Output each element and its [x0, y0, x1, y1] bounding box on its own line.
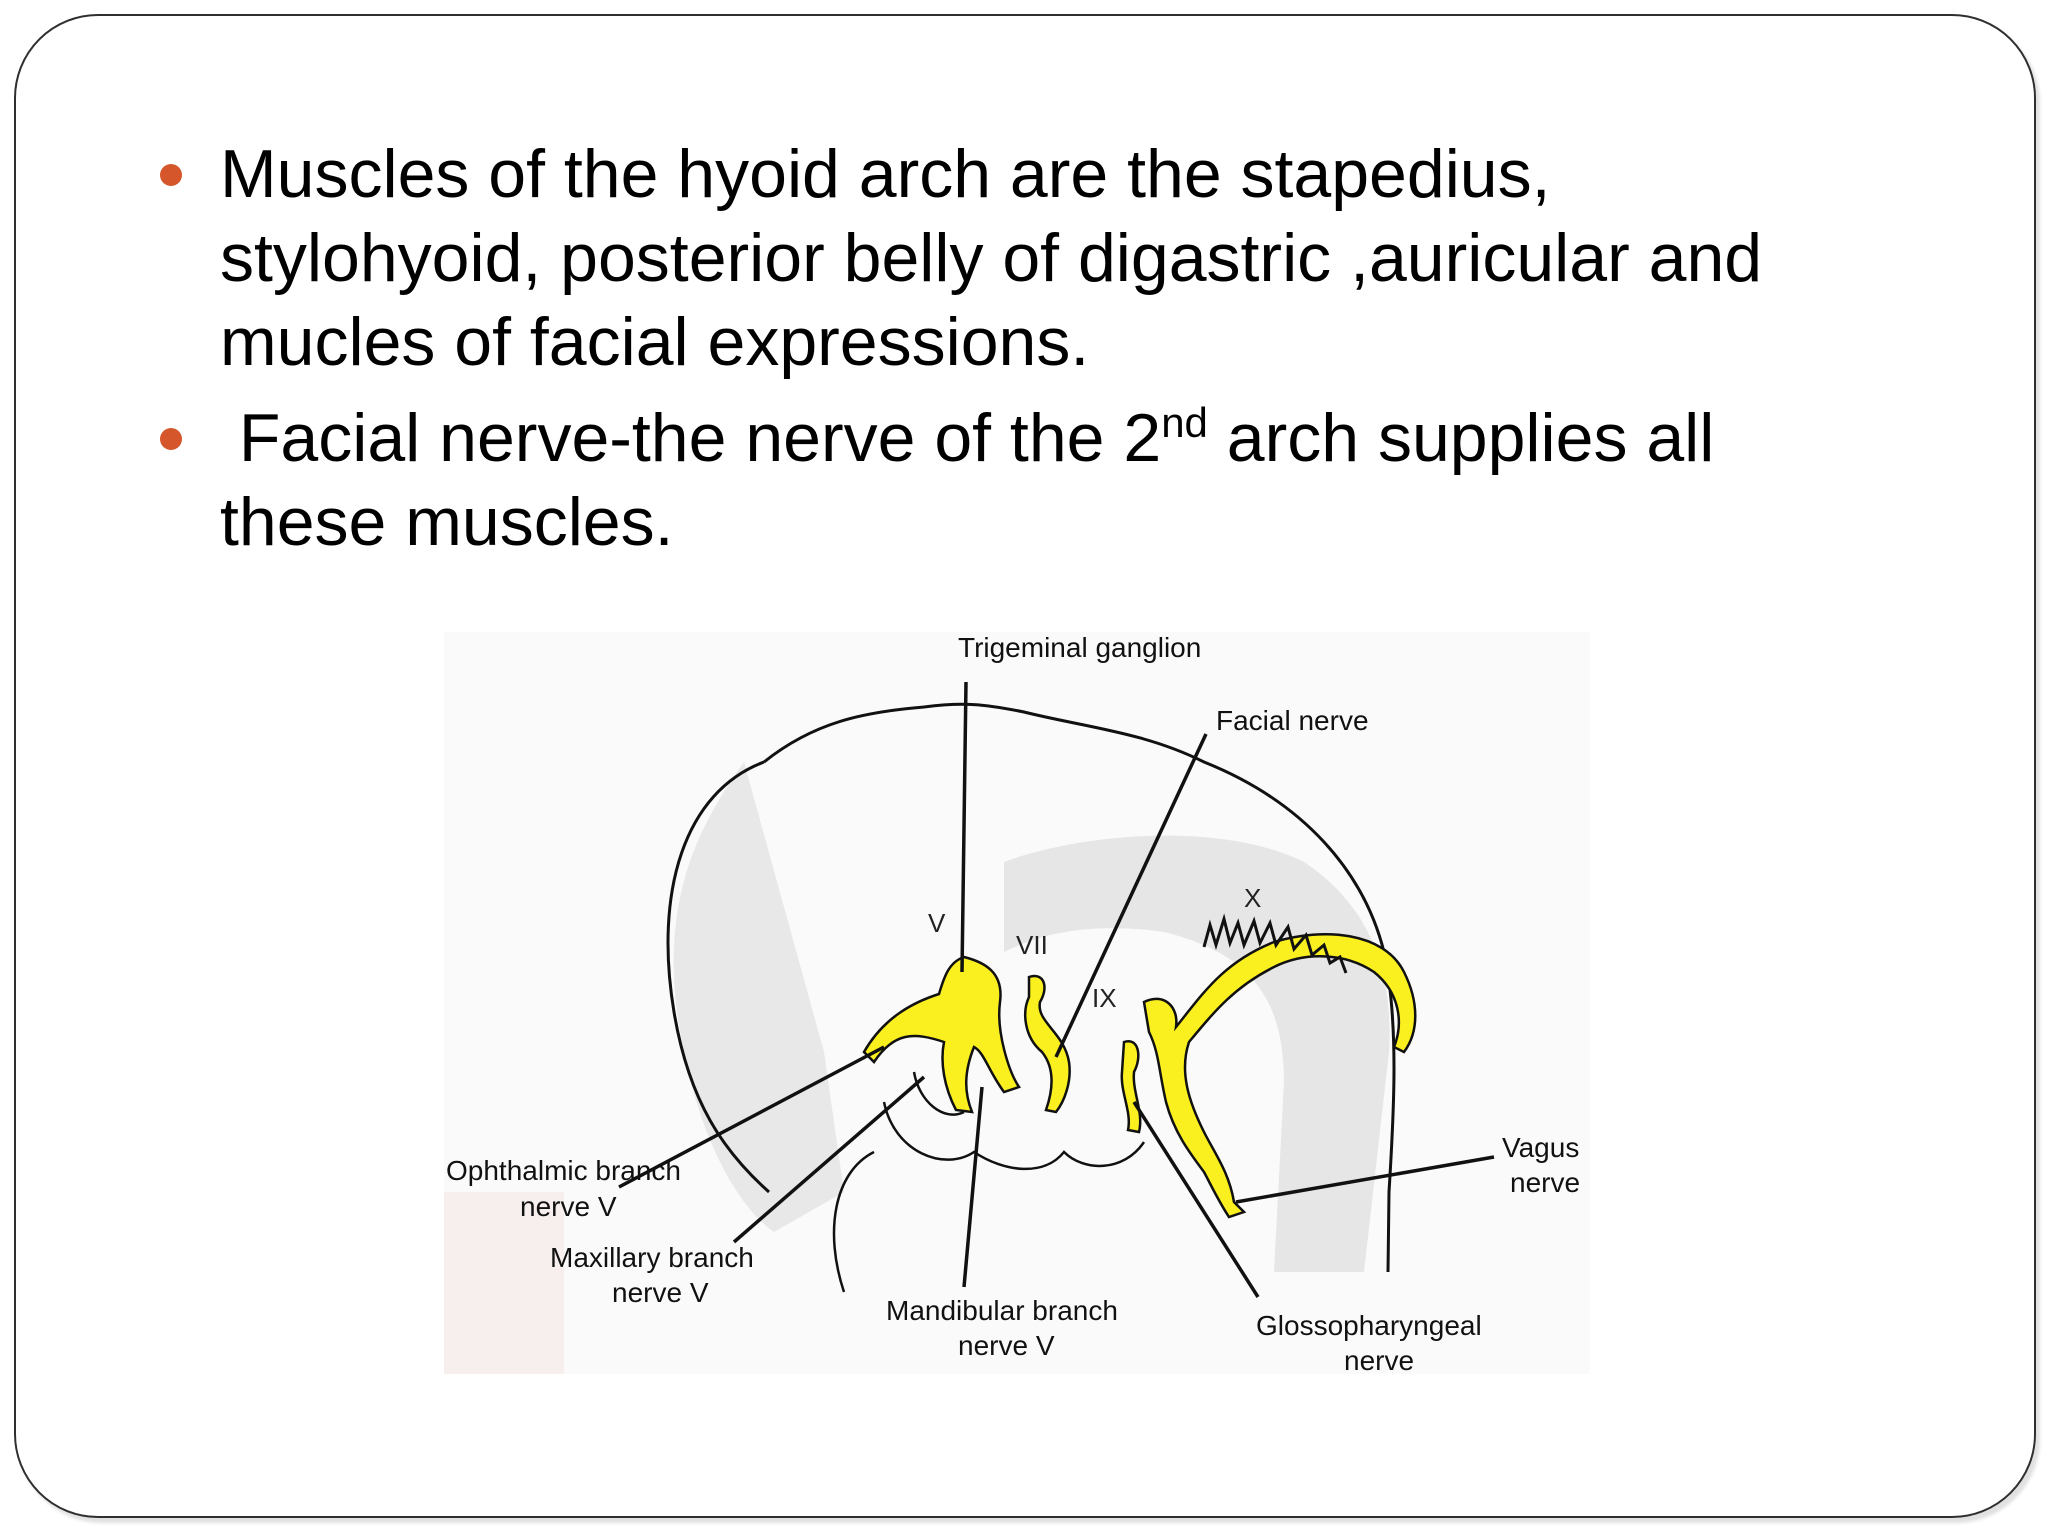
embryo-outline-back: [763, 702, 1396, 1273]
bullet-2-text-a: Facial nerve-the nerve of the 2: [220, 400, 1162, 476]
label-ophthalmic-line-2: nerve V: [520, 1191, 617, 1222]
embryo-shading-left: [673, 762, 844, 1232]
arch-outline-1: [832, 1150, 875, 1293]
bullet-1-line-1: Muscles of the hyoid arch are the staped…: [220, 136, 1551, 212]
label-ophthalmic-line-1: Ophthalmic branch: [446, 1155, 681, 1186]
label-facial-nerve: Facial nerve: [1216, 705, 1369, 736]
numeral-ix: IX: [1092, 983, 1117, 1013]
label-glossopharyngeal-line-2: nerve: [1344, 1345, 1414, 1374]
label-glossopharyngeal-line-1: Glossopharyngeal: [1256, 1310, 1482, 1341]
bullet-item-hyoid-muscles: Muscles of the hyoid arch are the staped…: [160, 132, 1920, 384]
bullet-list: Muscles of the hyoid arch are the staped…: [160, 132, 1920, 576]
bullet-2-line-1: Facial nerve-the nerve of the 2nd arch s…: [220, 396, 1920, 480]
embryo-outline-front: [666, 760, 770, 1194]
bullet-item-facial-nerve: Facial nerve-the nerve of the 2nd arch s…: [160, 396, 1920, 564]
bullet-1-line-3: mucles of facial expressions.: [220, 304, 1090, 380]
arch-outline-2: [882, 1101, 1146, 1171]
bullet-dot-icon: [160, 164, 182, 186]
label-trigeminal-ganglion: Trigeminal ganglion: [958, 632, 1201, 663]
figure-tint: [444, 1192, 564, 1374]
leader-facial-nerve: [1054, 733, 1208, 1058]
label-vagus-line-2: nerve: [1510, 1167, 1580, 1198]
label-mandibular-line-2: nerve V: [958, 1330, 1055, 1361]
bullet-1-line-2: stylohyoid, posterior belly of digastric…: [220, 220, 1763, 296]
bullet-2-superscript: nd: [1161, 399, 1208, 446]
leader-trigeminal-ganglion: [960, 681, 968, 973]
label-vagus-line-1: Vagus: [1502, 1132, 1579, 1163]
numeral-v: V: [928, 908, 946, 938]
pharyngeal-arch-nerves-diagram: V VII IX X Trigeminal ganglion Facial ne…: [444, 632, 1590, 1374]
facial-nerve-vii: [1024, 974, 1071, 1114]
arch-outline-3: [912, 1071, 965, 1116]
label-mandibular-line-1: Mandibular branch: [886, 1295, 1118, 1326]
leader-mandibular: [962, 1086, 984, 1288]
bullet-2-text-b: arch supplies all: [1207, 400, 1715, 476]
bullet-dot-icon: [160, 428, 182, 450]
leader-glossopharyngeal: [1132, 1101, 1260, 1298]
leader-vagus: [1235, 1155, 1495, 1204]
leader-maxillary: [732, 1075, 926, 1244]
numeral-x: X: [1244, 883, 1261, 913]
label-maxillary-line-2: nerve V: [612, 1277, 709, 1308]
numeral-vii: VII: [1016, 930, 1048, 960]
label-maxillary-line-1: Maxillary branch: [550, 1242, 754, 1273]
trigeminal-nerve-v: [862, 955, 1021, 1114]
leader-lines: [618, 681, 1495, 1298]
leader-ophthalmic: [618, 1045, 885, 1189]
bullet-2-line-2: these muscles.: [220, 484, 674, 560]
vagus-branches: [1202, 913, 1348, 974]
